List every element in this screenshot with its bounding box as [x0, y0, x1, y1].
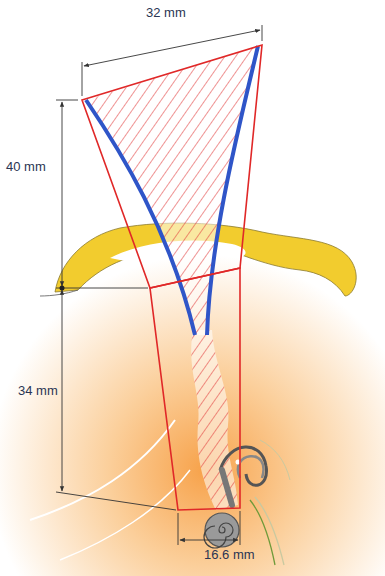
canal-wall	[30, 420, 175, 520]
device-outline	[207, 46, 258, 335]
device-outline	[86, 100, 195, 335]
dimension-label: 16.6 mm	[204, 548, 255, 562]
dimension-label: 34 mm	[18, 384, 58, 398]
lower-volume-outline	[150, 268, 240, 510]
hatched-volume	[86, 46, 258, 335]
dimension-lines	[56, 25, 262, 545]
dimension-dot	[60, 286, 65, 291]
dimension-label: 32 mm	[146, 6, 186, 20]
canal-wall	[60, 470, 190, 560]
upper-volume-outline	[82, 45, 262, 288]
skin-line	[40, 290, 78, 296]
inner-ear	[204, 440, 290, 565]
hatched-canal	[191, 330, 238, 510]
dimension-label: 40 mm	[6, 160, 46, 174]
